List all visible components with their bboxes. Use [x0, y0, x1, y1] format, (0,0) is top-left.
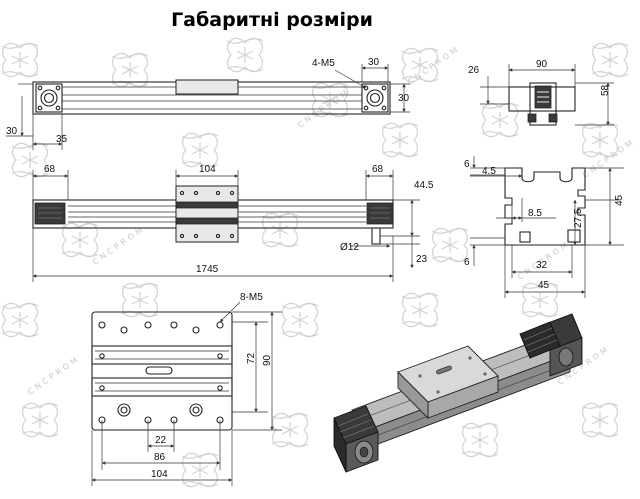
dim-slot-spacing: 32: [536, 260, 548, 271]
dim-outer-hole-spacing: 86: [154, 452, 166, 463]
center-slot: [145, 366, 173, 375]
dim-left-end: 68: [44, 164, 56, 175]
watermark-text: CNCPROM: [296, 87, 352, 130]
dim-plate-length: 104: [151, 469, 168, 480]
dim-profile-width: 45: [538, 280, 550, 291]
dim-slot-width: 8.5: [528, 208, 542, 219]
dim-end-height: 58: [600, 84, 611, 96]
dim-shaft-length: 23: [416, 254, 428, 265]
dim-carriage-length: 104: [199, 164, 216, 175]
top-view: 4-M5 30 30 30 35: [6, 57, 410, 150]
shaft: [371, 227, 381, 245]
motor-block-right: [366, 202, 394, 225]
isometric-view: [333, 313, 583, 473]
profile-outline: [504, 167, 586, 246]
profile-view: 6 4.5 8.5 27.5 45 6 32: [464, 156, 625, 298]
watermark-text: CNCPROM: [26, 354, 82, 397]
dim-end-offset: 26: [468, 65, 480, 76]
dim-plate-hole-spacing: 72: [246, 352, 257, 364]
end-view: 90 26 58: [468, 59, 614, 126]
dim-bottom-slot: 6: [464, 257, 470, 268]
dim-right-end: 68: [372, 164, 384, 175]
dim-top-slot: 6: [464, 159, 470, 170]
dim-slot-depth: 4.5: [482, 166, 496, 177]
front-view: 68 104 68 44.5 Ø12 23 1745: [32, 164, 434, 282]
carriage-plate-view: 8-M5 72 90 22 86 104: [91, 292, 282, 486]
watermark-text: CNCPROM: [91, 224, 147, 267]
motor-block-left: [34, 202, 66, 225]
end-cap-left: [35, 83, 63, 113]
dim-shaft-offset: 44.5: [414, 180, 434, 191]
page-title: Габаритні розміри: [171, 9, 373, 31]
dim-plate-height: 90: [262, 354, 273, 366]
dim-shaft-diameter: Ø12: [340, 242, 359, 253]
end-view-cap: [529, 82, 557, 126]
hole-callout-label: 4-M5: [312, 58, 335, 69]
carriage-top: [175, 79, 239, 95]
carriage-plate: [91, 311, 233, 431]
dim-right-height: 30: [398, 93, 410, 104]
dim-profile-half-height: 27.5: [573, 208, 584, 228]
dim-profile-height: 45: [614, 194, 625, 206]
dim-left-offset: 30: [6, 126, 18, 137]
dim-end-width: 90: [536, 59, 548, 70]
dim-center-hole-spacing: 22: [155, 435, 167, 446]
carriage-front: [175, 185, 239, 243]
plate-hole-callout: 8-M5: [240, 292, 263, 303]
end-cap-right: [361, 83, 389, 113]
dim-end-length: 35: [56, 134, 68, 145]
dim-total-length: 1745: [196, 264, 219, 275]
watermark-text: CNCPROM: [581, 137, 637, 180]
dim-top-width: 30: [368, 57, 380, 68]
